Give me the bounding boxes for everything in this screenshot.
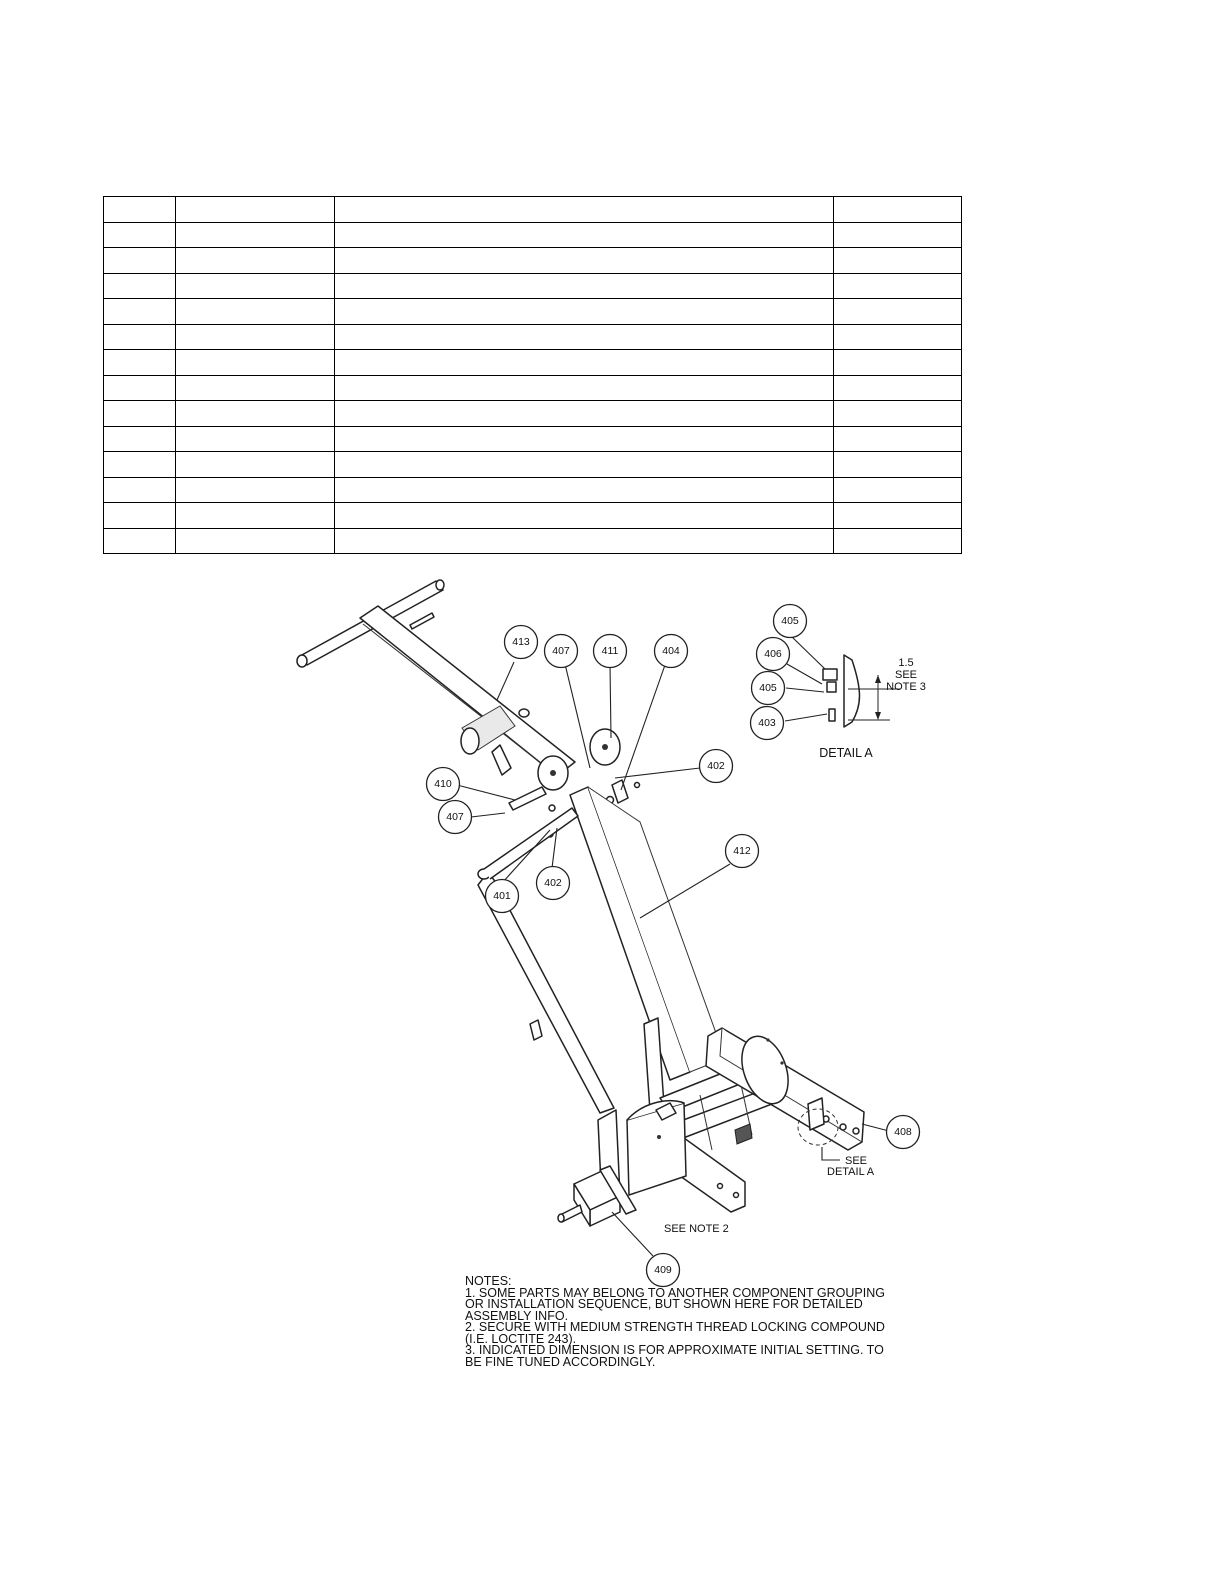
parts-table-cell <box>833 451 962 478</box>
callout-408: 408 <box>885 1114 921 1150</box>
parts-table-row <box>103 527 962 554</box>
callout-401: 401 <box>484 878 520 914</box>
parts-table-cell <box>175 451 335 478</box>
callout-404: 404 <box>653 633 689 669</box>
detail-a-view: 1.5 SEE NOTE 3 DETAIL A <box>819 654 926 760</box>
svg-text:412: 412 <box>733 845 751 857</box>
parts-table-cell <box>103 374 176 401</box>
callout-bubbles: 413 407 411 404 402 410 407 401 402 412 … <box>425 603 921 1288</box>
svg-text:404: 404 <box>662 645 680 657</box>
svg-text:405: 405 <box>759 682 777 694</box>
svg-text:407: 407 <box>446 811 464 823</box>
parts-table-cell <box>334 451 834 478</box>
parts-table-cell <box>334 400 834 427</box>
see-labels: SEE DETAIL A SEE NOTE 2 <box>664 1155 875 1235</box>
note-line: ASSEMBLY INFO. <box>465 1308 569 1323</box>
callout-402-right: 402 <box>698 748 734 784</box>
lower-frame-assembly <box>477 786 865 1227</box>
notes-block: NOTES: 1. SOME PARTS MAY BELONG TO ANOTH… <box>465 1274 925 1369</box>
parts-table-row <box>103 400 962 427</box>
callout-411: 411 <box>592 633 628 669</box>
callout-413: 413 <box>503 624 539 660</box>
dim-see: SEE <box>895 669 917 681</box>
parts-table-cell <box>175 425 335 452</box>
svg-text:411: 411 <box>602 645 619 657</box>
callout-410: 410 <box>425 766 461 802</box>
parts-table-cell <box>175 527 335 554</box>
parts-table-row <box>103 323 962 350</box>
note-line: 3. INDICATED DIMENSION IS FOR APPROXIMAT… <box>465 1343 884 1357</box>
parts-table-cell <box>103 425 176 452</box>
notes-heading: NOTES: <box>465 1274 512 1288</box>
parts-table <box>103 196 962 554</box>
callout-407-top: 407 <box>543 633 579 669</box>
see-detail-line-1: SEE <box>845 1155 867 1167</box>
parts-table-cell <box>334 527 834 554</box>
svg-text:403: 403 <box>758 717 776 729</box>
callout-405-top: 405 <box>772 603 808 639</box>
parts-table-cell <box>334 272 834 299</box>
parts-table-row <box>103 374 962 401</box>
callout-407-left: 407 <box>437 799 473 835</box>
note-line: OR INSTALLATION SEQUENCE, BUT SHOWN HERE… <box>465 1297 863 1311</box>
parts-table-row <box>103 451 962 478</box>
parts-table-row <box>103 272 962 299</box>
note-line: 2. SECURE WITH MEDIUM STRENGTH THREAD LO… <box>465 1320 885 1334</box>
parts-table-cell <box>833 527 962 554</box>
parts-table-cell <box>334 502 834 529</box>
svg-text:410: 410 <box>434 778 452 790</box>
note-line: 1. SOME PARTS MAY BELONG TO ANOTHER COMP… <box>465 1285 885 1300</box>
callout-412: 412 <box>724 833 760 869</box>
note-line: BE FINE TUNED ACCORDINGLY. <box>465 1354 656 1369</box>
svg-text:402: 402 <box>707 760 725 772</box>
callout-402-bottom: 402 <box>535 865 571 901</box>
parts-table-cell <box>103 272 176 299</box>
callout-405-mid: 405 <box>750 670 786 706</box>
callout-403: 403 <box>749 705 785 741</box>
parts-table-cell <box>334 196 834 223</box>
dim-note: NOTE 3 <box>886 681 926 693</box>
leader-lines <box>456 636 890 1257</box>
svg-text:406: 406 <box>764 648 782 660</box>
svg-text:407: 407 <box>552 645 570 657</box>
parts-table-cell <box>103 247 176 274</box>
callout-406: 406 <box>755 636 791 672</box>
parts-table-cell <box>833 349 962 376</box>
svg-text:408: 408 <box>894 1126 912 1138</box>
svg-text:405: 405 <box>781 615 799 627</box>
parts-table-cell <box>175 349 335 376</box>
parts-table-row <box>103 425 962 452</box>
parts-table-cell <box>334 221 834 248</box>
parts-table-body <box>103 196 962 554</box>
svg-text:409: 409 <box>654 1264 672 1276</box>
svg-text:413: 413 <box>512 636 530 648</box>
parts-table-cell <box>334 476 834 503</box>
detail-a-title: DETAIL A <box>819 746 873 760</box>
parts-table-row <box>103 349 962 376</box>
svg-text:401: 401 <box>493 890 511 902</box>
svg-text:402: 402 <box>544 877 562 889</box>
parts-table-cell <box>334 247 834 274</box>
see-detail-line-2: DETAIL A <box>827 1166 875 1178</box>
parts-table-cell <box>175 221 335 248</box>
parts-table-cell <box>833 272 962 299</box>
parts-table-cell <box>833 374 962 401</box>
parts-table-cell <box>334 298 834 325</box>
callout-409: 409 <box>645 1252 681 1288</box>
parts-table-cell <box>175 272 335 299</box>
parts-table-cell <box>833 247 962 274</box>
note-line: (I.E. LOCTITE 243). <box>465 1331 577 1346</box>
dim-value: 1.5 <box>898 657 913 669</box>
see-note-2: SEE NOTE 2 <box>664 1223 729 1235</box>
parts-table-row <box>103 221 962 248</box>
parts-table-row <box>103 247 962 274</box>
